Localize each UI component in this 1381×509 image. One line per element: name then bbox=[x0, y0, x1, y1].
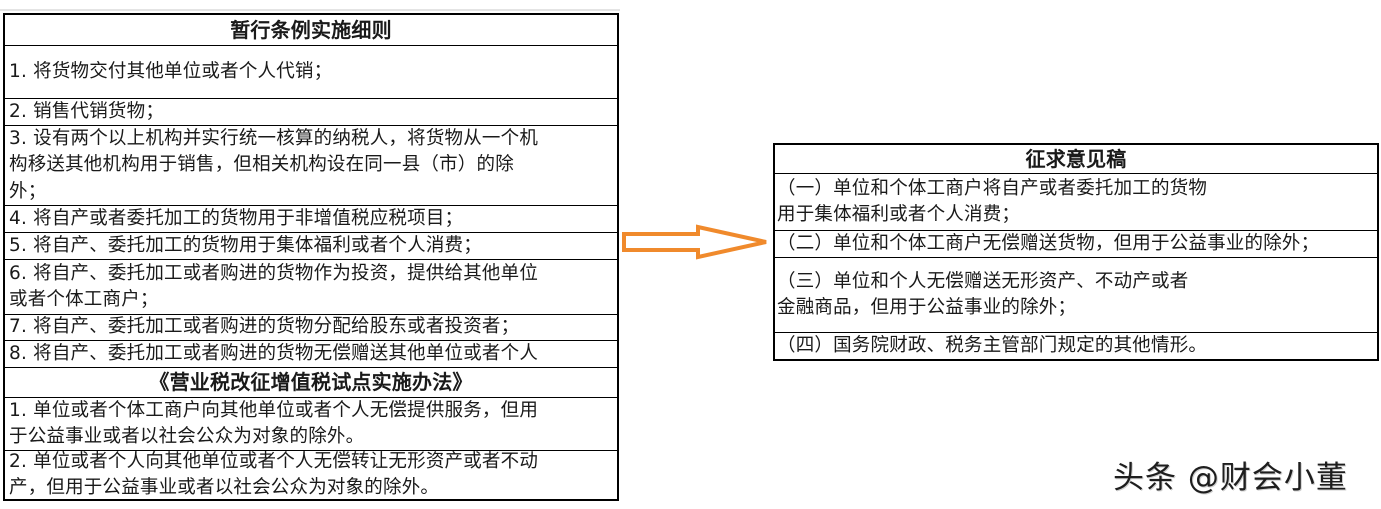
row-text: 金融商品，但用于公益事业的除外； bbox=[777, 297, 1077, 318]
row-text: 3. 设有两个以上机构并实行统一核算的纳税人，将货物从一个机 bbox=[9, 127, 539, 149]
table-row: 5. 将自产、委托加工的货物用于集体福利或者个人消费； bbox=[5, 232, 617, 259]
regulation-table: 暂行条例实施细则 1. 将货物交付其他单位或者个人代销； 2. 销售代销货物； … bbox=[3, 13, 619, 501]
table-row: 8. 将自产、委托加工或者购进的货物无偿赠送其他单位或者个人 bbox=[5, 340, 617, 367]
draft-table: 征求意见稿 （一）单位和个体工商户将自产或者委托加工的货物 用于集体福利或者个人… bbox=[773, 143, 1379, 361]
table-heading-implementation-rules: 暂行条例实施细则 bbox=[230, 17, 392, 42]
table-row: （三）单位和个人无偿赠送无形资产、不动产或者 金融商品，但用于公益事业的除外； bbox=[775, 257, 1377, 332]
table-row: 1. 将货物交付其他单位或者个人代销； bbox=[5, 45, 617, 98]
table-row: 6. 将自产、委托加工或者购进的货物作为投资，提供给其他单位 或者个体工商户； bbox=[5, 259, 617, 314]
row-text: 构移送其他机构用于销售，但相关机构设在同一县（市）的除 bbox=[9, 154, 514, 176]
row-text: （一）单位和个体工商户将自产或者委托加工的货物 bbox=[777, 177, 1208, 199]
row-text: 于公益事业或者以社会公众为对象的除外。 bbox=[9, 426, 365, 447]
arrow-right-icon bbox=[622, 224, 767, 260]
top-rule bbox=[0, 9, 620, 11]
table-row: （二）单位和个体工商户无偿赠送货物，但用于公益事业的除外； bbox=[775, 230, 1377, 257]
table-row: 2. 单位或者个人向其他单位或者个人无偿转让无形资产或者不动 产，但用于公益事业… bbox=[5, 450, 617, 499]
row-text: 6. 将自产、委托加工或者购进的货物作为投资，提供给其他单位 bbox=[9, 262, 539, 284]
row-text: 2. 销售代销货物； bbox=[9, 100, 165, 122]
row-text: 1. 单位或者个体工商户向其他单位或者个人无偿提供服务，但用 bbox=[9, 399, 539, 421]
table-heading-pilot-measures: 《营业税改征增值税试点实施办法》 bbox=[5, 367, 617, 397]
row-text: 2. 单位或者个人向其他单位或者个人无偿转让无形资产或者不动 bbox=[9, 450, 539, 472]
row-text: 用于集体福利或者个人消费； bbox=[777, 204, 1021, 225]
row-text: （二）单位和个体工商户无偿赠送货物，但用于公益事业的除外； bbox=[777, 232, 1320, 254]
row-text: 或者个体工商户； bbox=[9, 289, 159, 310]
row-text: 7. 将自产、委托加工或者购进的货物分配给股东或者投资者； bbox=[9, 316, 520, 338]
row-text: 产，但用于公益事业或者以社会公众为对象的除外。 bbox=[9, 477, 440, 498]
row-text: 5. 将自产、委托加工的货物用于集体福利或者个人消费； bbox=[9, 234, 482, 256]
watermark: 头条 @财会小董 bbox=[1113, 460, 1348, 496]
row-text: 1. 将货物交付其他单位或者个人代销； bbox=[9, 60, 333, 82]
table-row: 4. 将自产或者委托加工的货物用于非增值税应税项目； bbox=[5, 205, 617, 232]
table-row: 1. 单位或者个体工商户向其他单位或者个人无偿提供服务，但用 于公益事业或者以社… bbox=[5, 397, 617, 450]
table-row: 7. 将自产、委托加工或者购进的货物分配给股东或者投资者； bbox=[5, 314, 617, 340]
row-text: 外； bbox=[9, 180, 47, 202]
row-text: 4. 将自产或者委托加工的货物用于非增值税应税项目； bbox=[9, 207, 464, 229]
table-row: （四）国务院财政、税务主管部门规定的其他情形。 bbox=[775, 332, 1377, 359]
table-row: 2. 销售代销货物； bbox=[5, 98, 617, 125]
row-text: （四）国务院财政、税务主管部门规定的其他情形。 bbox=[777, 334, 1208, 356]
row-text: （三）单位和个人无偿赠送无形资产、不动产或者 bbox=[777, 270, 1189, 292]
table-row: 3. 设有两个以上机构并实行统一核算的纳税人，将货物从一个机 构移送其他机构用于… bbox=[5, 125, 617, 205]
table-heading-draft: 征求意见稿 bbox=[1025, 146, 1127, 171]
row-text: 8. 将自产、委托加工或者购进的货物无偿赠送其他单位或者个人 bbox=[9, 342, 539, 364]
table-row: （一）单位和个体工商户将自产或者委托加工的货物 用于集体福利或者个人消费； bbox=[775, 173, 1377, 230]
